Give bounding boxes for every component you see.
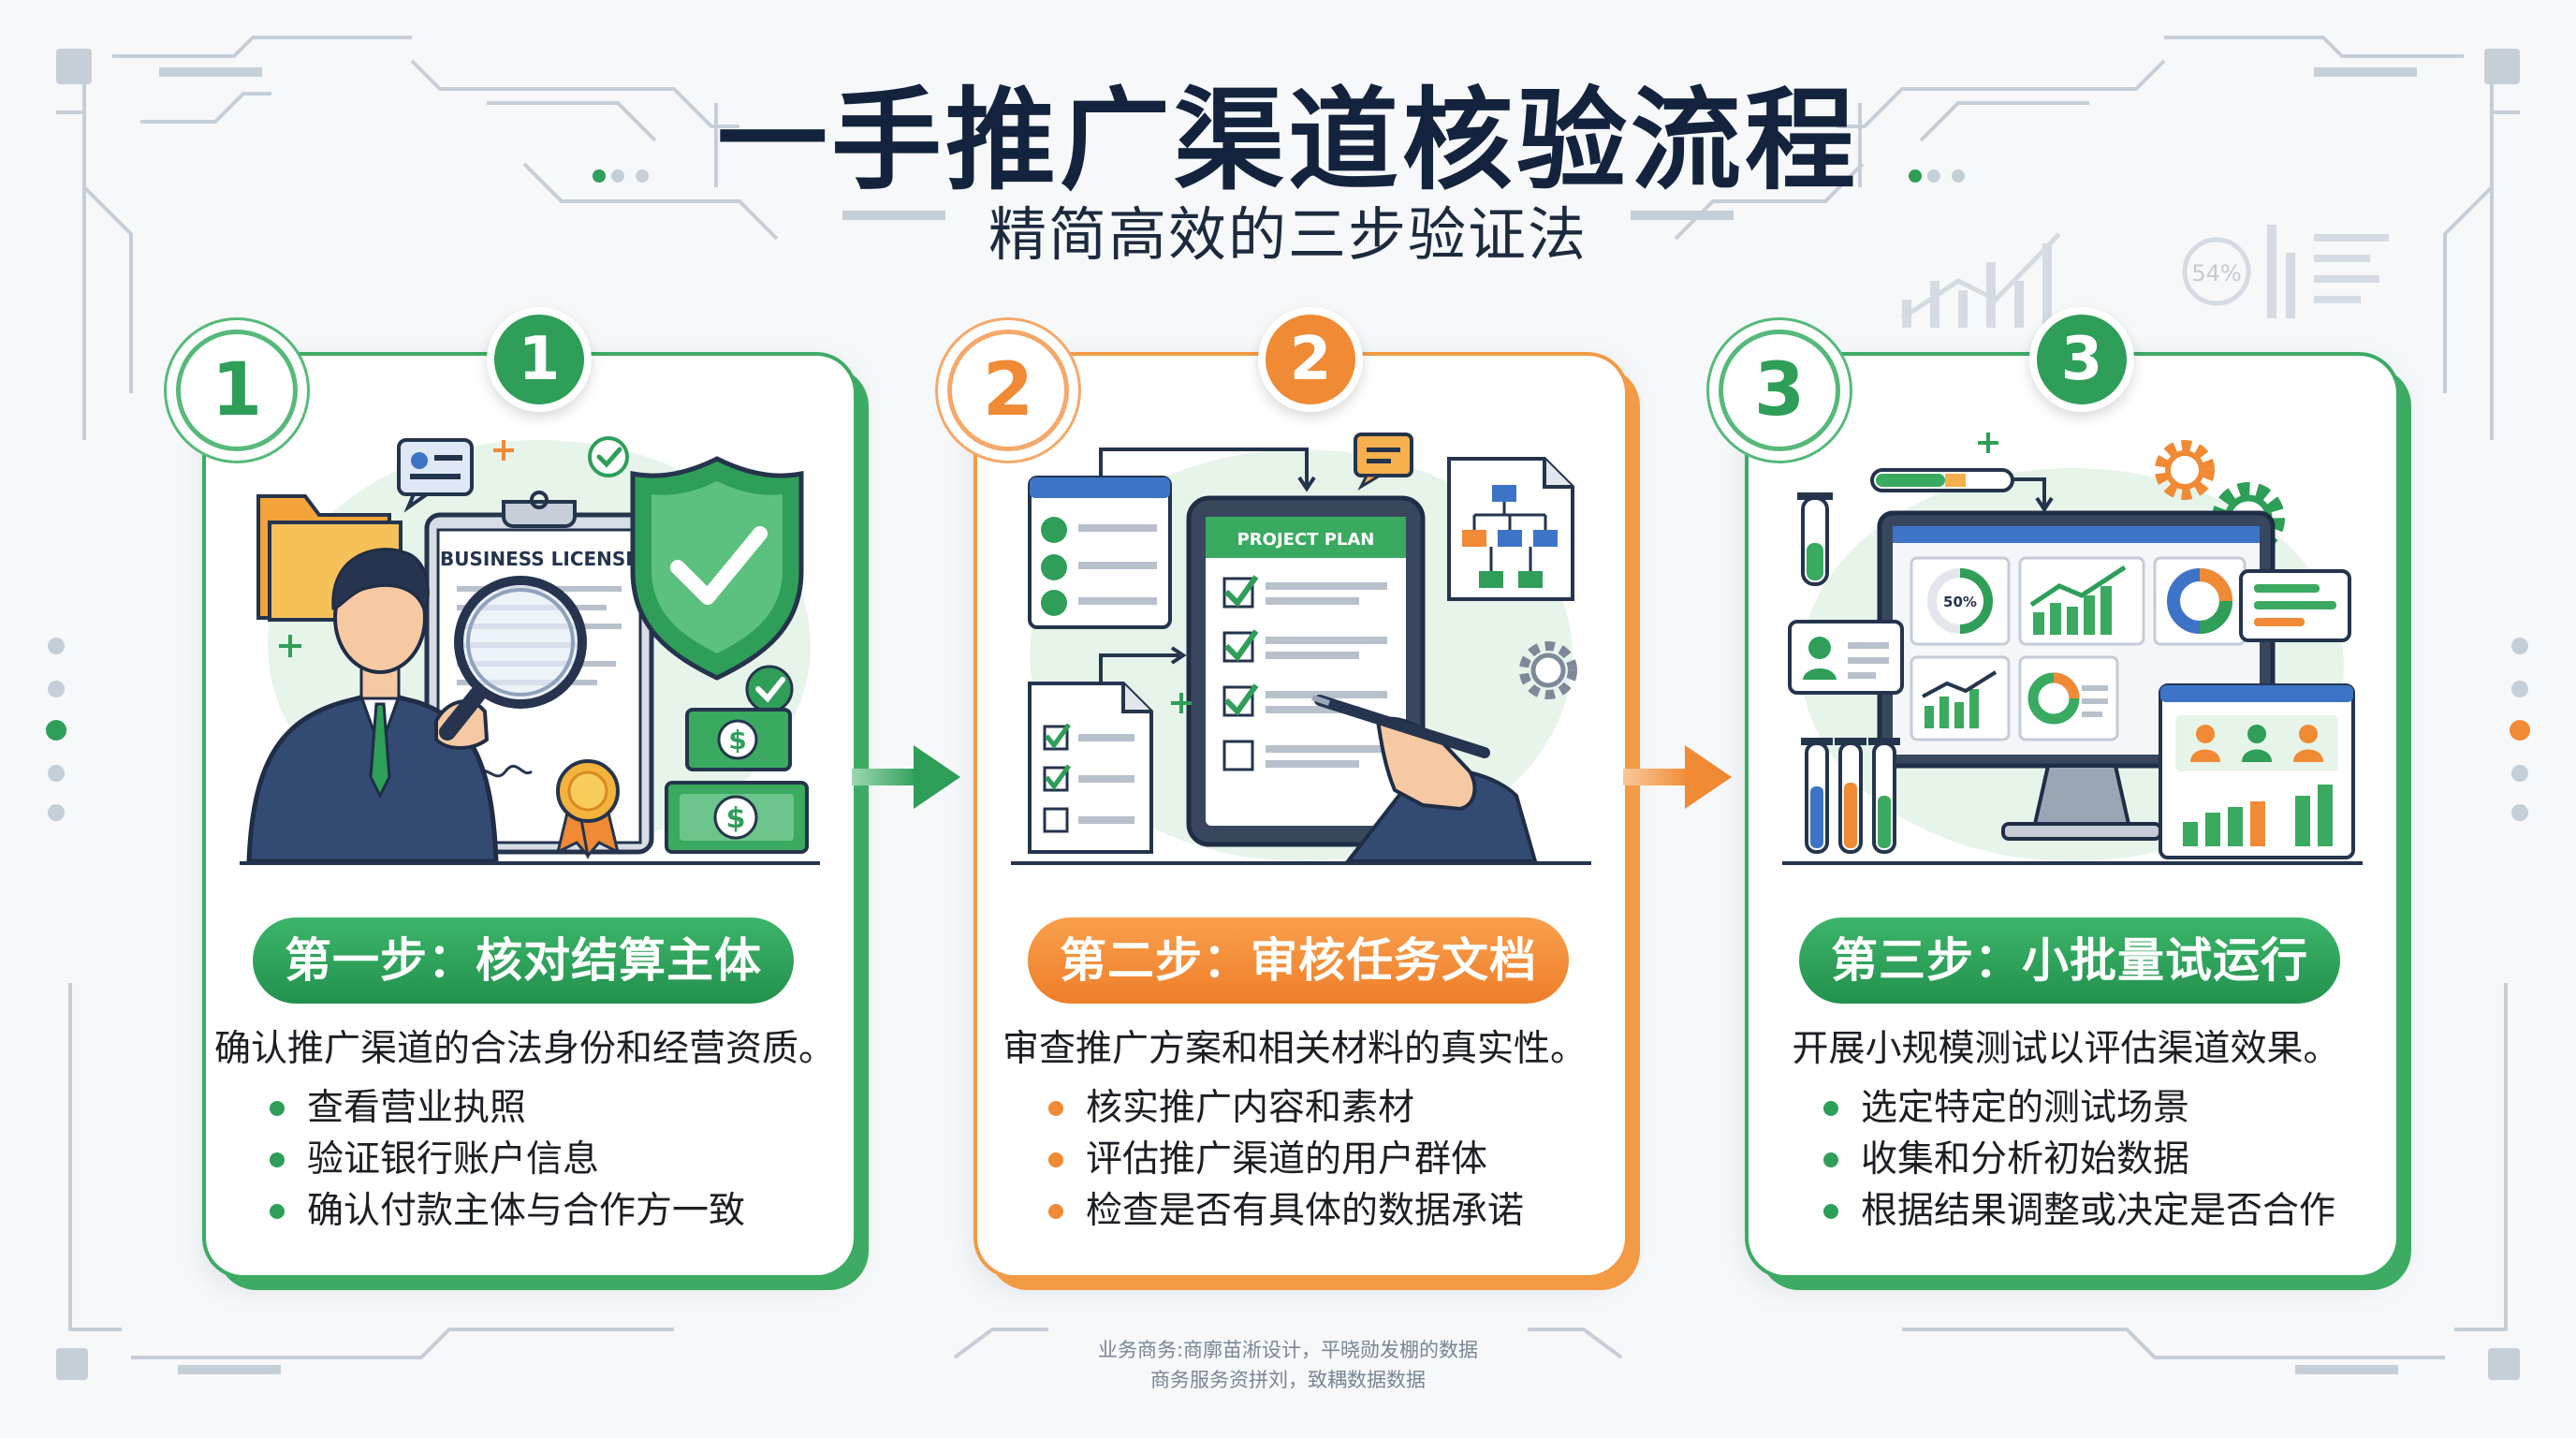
footer-line-1: 业务商务:商廓苗淅设计，平晓勋发棚的数据 — [1097, 1339, 1479, 1361]
step-1-description: 确认推广渠道的合法身份和经营资质。 — [214, 1028, 836, 1070]
flowchart-document-icon — [1447, 457, 1574, 601]
step-3-label: 第三步：小批量试运行 — [1799, 917, 2340, 1004]
list-item: 根据结果调整或决定是否合作 — [1818, 1185, 2335, 1237]
stats-panel-icon — [2239, 569, 2351, 642]
bullet-dot — [1823, 1204, 1838, 1219]
businessman-figure — [246, 548, 499, 864]
step-2-label: 第二步：审核任务文档 — [1028, 917, 1569, 1004]
bullet-dot — [1823, 1152, 1838, 1167]
award-ribbon-icon — [555, 759, 621, 859]
list-item: 核实推广内容和素材 — [1043, 1082, 1524, 1134]
step-1-illustration: BUSINESS LICENSE $ — [240, 436, 820, 865]
list-item-text: 收集和分析初始数据 — [1861, 1138, 2190, 1181]
step-3-number-badge: 3 — [2029, 307, 2134, 412]
test-tube-icon — [1797, 492, 1833, 586]
shield-check-icon — [630, 456, 804, 681]
step-1-label: 第一步：核对结算主体 — [253, 917, 794, 1004]
step-3-illustration: 50% — [1782, 433, 2363, 865]
list-item: 验证银行账户信息 — [264, 1134, 745, 1185]
bullet-dot — [1048, 1152, 1063, 1167]
gear-icon — [1519, 641, 1577, 699]
bullet-dot — [1048, 1204, 1063, 1219]
magnifying-glass-icon — [439, 576, 587, 741]
list-item-text: 选定特定的测试场景 — [1861, 1087, 2190, 1129]
list-item-text: 核实推广内容和素材 — [1086, 1087, 1415, 1129]
step-2-number-badge: 2 — [1258, 307, 1363, 412]
bullet-dot — [270, 1204, 285, 1219]
chat-icon — [1354, 433, 1413, 491]
list-item: 确认付款主体与合作方一致 — [264, 1185, 745, 1237]
svg-text:54%: 54% — [2191, 260, 2241, 286]
svg-text:50%: 50% — [1943, 594, 1977, 610]
step-2-side-badge: 2 — [947, 330, 1069, 451]
progress-bar — [1870, 468, 2014, 492]
test-tube-icon — [1835, 738, 1866, 854]
list-item-text: 根据结果调整或决定是否合作 — [1861, 1190, 2336, 1232]
list-item: 查看营业执照 — [264, 1082, 745, 1134]
check-circle-icon — [745, 665, 794, 713]
step-3-description: 开展小规模测试以评估渠道效果。 — [1792, 1028, 2340, 1070]
user-profile-card-icon — [1788, 620, 1904, 695]
step-2-illustration: PROJECT PLAN — [1011, 433, 1591, 865]
list-item: 检查是否有具体的数据承诺 — [1043, 1185, 1524, 1237]
list-item: 收集和分析初始数据 — [1818, 1134, 2335, 1185]
footer-line-2: 商务服务资拼刘，致耦数据数据 — [1150, 1369, 1426, 1391]
bullet-dot — [1048, 1101, 1063, 1116]
gear-icon — [2155, 440, 2215, 500]
list-item: 选定特定的测试场景 — [1818, 1082, 2335, 1134]
document-checklist-icon — [1028, 682, 1153, 854]
step-2-bullet-list: 核实推广内容和素材 评估推广渠道的用户群体 检查是否有具体的数据承诺 — [1043, 1082, 1524, 1237]
team-chart-window-icon — [2159, 683, 2355, 859]
step-1-bullet-list: 查看营业执照 验证银行账户信息 确认付款主体与合作方一致 — [264, 1082, 745, 1237]
list-item: 评估推广渠道的用户群体 — [1043, 1134, 1524, 1185]
list-item-text: 确认付款主体与合作方一致 — [307, 1190, 746, 1232]
test-tube-icon — [1801, 738, 1833, 854]
step-3-bullet-list: 选定特定的测试场景 收集和分析初始数据 根据结果调整或决定是否合作 — [1818, 1082, 2335, 1237]
bullet-dot — [1823, 1101, 1838, 1116]
page-subtitle: 精简高效的三步验证法 — [988, 200, 1588, 269]
list-item-text: 查看营业执照 — [307, 1087, 527, 1129]
step-1-number-badge: 1 — [487, 307, 592, 412]
svg-text:$: $ — [728, 725, 746, 756]
bullet-dot — [270, 1101, 285, 1116]
list-item-text: 验证银行账户信息 — [307, 1138, 600, 1181]
arrow-right-icon — [852, 745, 960, 809]
svg-text:BUSINESS LICENSE: BUSINESS LICENSE — [440, 548, 638, 570]
bullet-dot — [270, 1152, 285, 1167]
step-1-side-badge: 1 — [176, 330, 298, 451]
page-title: 一手推广渠道核验流程 — [716, 76, 1859, 205]
step-3-side-badge: 3 — [1719, 330, 1840, 451]
check-circle-icon — [588, 436, 629, 477]
arrow-right-icon — [1623, 745, 1732, 809]
money-icon: $ $ — [665, 708, 809, 854]
svg-text:PROJECT PLAN: PROJECT PLAN — [1237, 530, 1375, 550]
hand-with-pen — [1311, 695, 1538, 863]
test-tube-icon — [1868, 738, 1900, 854]
tablet-project-plan: PROJECT PLAN — [1186, 495, 1426, 847]
step-2-description: 审查推广方案和相关材料的真实性。 — [1002, 1028, 1587, 1070]
checklist-window-icon — [1028, 476, 1172, 629]
list-item-text: 检查是否有具体的数据承诺 — [1086, 1190, 1525, 1232]
svg-text:$: $ — [726, 802, 746, 835]
chat-icon — [397, 438, 474, 513]
list-item-text: 评估推广渠道的用户群体 — [1086, 1138, 1488, 1181]
